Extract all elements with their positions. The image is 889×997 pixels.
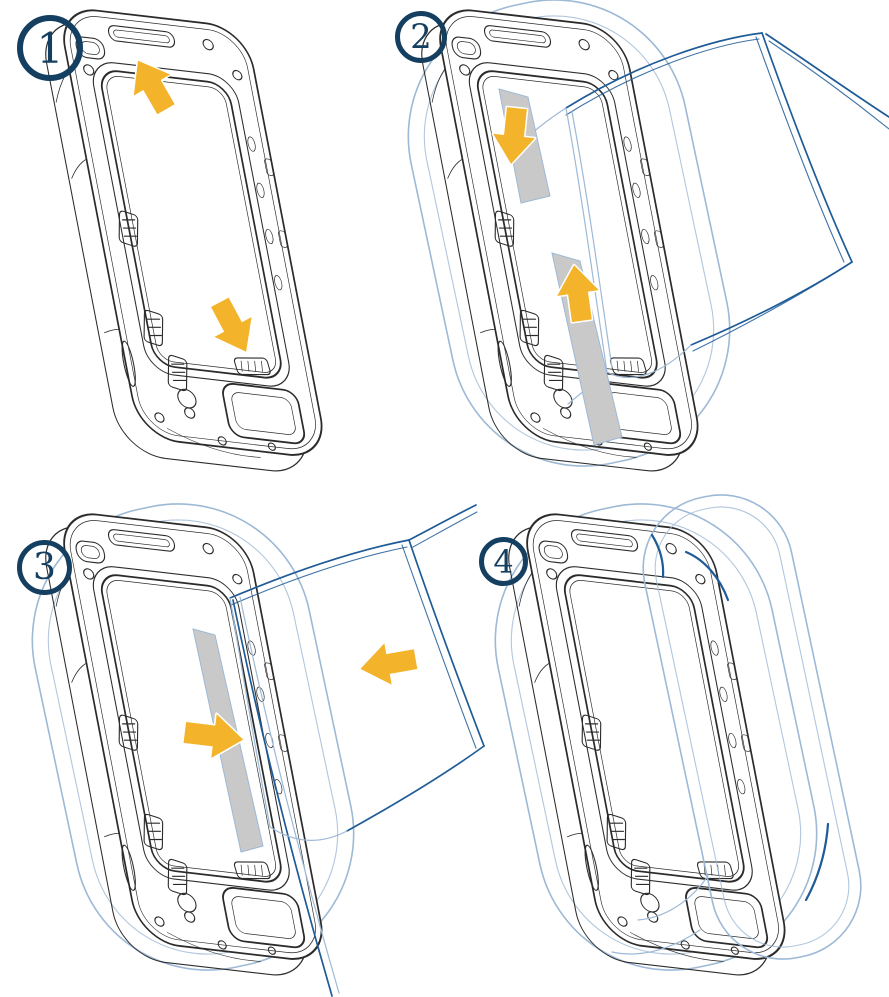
step-1-number: 1 bbox=[36, 23, 64, 73]
step-2-panel bbox=[382, 0, 889, 492]
device-line-art bbox=[410, 2, 710, 479]
step-3-number: 3 bbox=[33, 547, 56, 588]
attached-cover-outline bbox=[611, 494, 862, 960]
arrow-left-icon bbox=[355, 636, 421, 692]
step-1-badge: 1 bbox=[17, 15, 83, 81]
step-3-badge: 3 bbox=[17, 540, 72, 595]
device-line-art bbox=[34, 506, 334, 983]
step-3-panel bbox=[6, 478, 485, 997]
step-4-number: 4 bbox=[493, 542, 514, 581]
step-4-panel bbox=[469, 478, 862, 996]
step-2-number: 2 bbox=[410, 17, 432, 57]
step-1-panel bbox=[34, 2, 334, 479]
strap-sheet-outline bbox=[229, 504, 485, 997]
step-4-badge: 4 bbox=[479, 537, 528, 586]
step-2-badge: 2 bbox=[395, 11, 447, 63]
device-line-art bbox=[34, 2, 334, 479]
device-line-art bbox=[497, 506, 797, 983]
